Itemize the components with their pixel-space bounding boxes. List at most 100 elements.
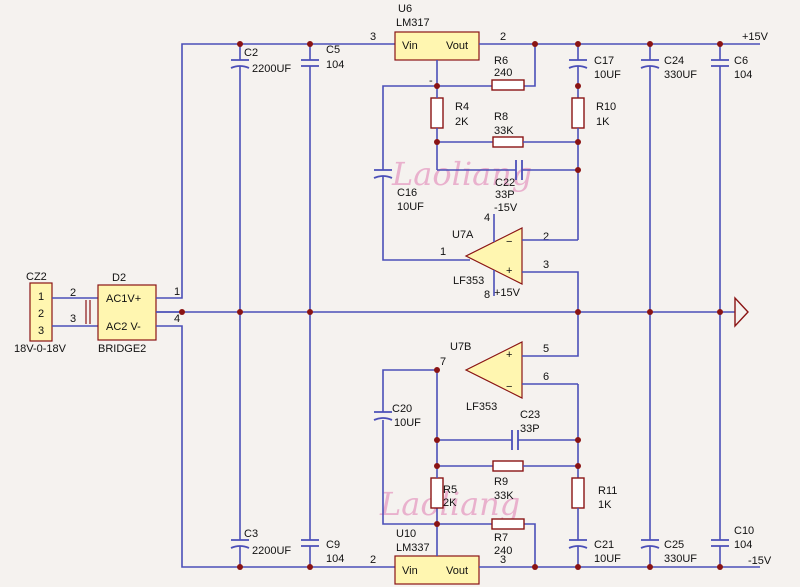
u7a-vpos: +15V — [494, 287, 521, 299]
u6-pin3: 3 — [370, 31, 376, 43]
d2-ref: D2 — [112, 272, 126, 284]
r7-value: 240 — [494, 545, 512, 557]
bridge-d2: D2 AC1V+ AC2 V- BRIDGE2 — [97, 272, 157, 355]
c10-ref: C10 — [734, 525, 754, 537]
r6-ref: R6 — [494, 55, 508, 67]
u7a-pin3: 3 — [543, 259, 549, 271]
cz2-pin2: 2 — [38, 308, 44, 320]
r11-value: 1K — [598, 499, 612, 511]
rail-minus-15v: -15V — [748, 555, 772, 567]
r5-ref: R5 — [443, 484, 457, 496]
u7a-pin2: 2 — [543, 231, 549, 243]
watermark-bottom: Laoliang — [379, 485, 520, 523]
c21-ref: C21 — [594, 539, 614, 551]
c23-value: 33P — [520, 423, 540, 435]
u10-ref: U10 — [396, 528, 416, 540]
u7a-ref: U7A — [452, 229, 474, 241]
regulator-u6: Vin Vout U6 LM317 — [394, 3, 480, 61]
c2-ref: C2 — [244, 47, 258, 59]
c6-value: 104 — [734, 69, 752, 81]
u6-pin2: 2 — [500, 31, 506, 43]
u7a-pin1: 1 — [440, 246, 446, 258]
cz2-value: 18V-0-18V — [14, 343, 67, 355]
c3-ref: C3 — [244, 528, 258, 540]
c16-ref: C16 — [397, 187, 417, 199]
u7b-pin6: 6 — [543, 371, 549, 383]
d2-pin-ac2: AC2 V- — [106, 321, 141, 333]
c25-value: 330UF — [664, 553, 697, 565]
r9-value: 33K — [494, 490, 514, 502]
c3-value: 2200UF — [252, 545, 291, 557]
rail-plus-15v: +15V — [742, 31, 769, 43]
d2-pin-ac1: AC1V+ — [106, 293, 141, 305]
c5-ref: C5 — [326, 44, 340, 56]
c9-value: 104 — [326, 553, 344, 565]
u7a-value: LF353 — [453, 275, 484, 287]
c20-value: 10UF — [394, 417, 421, 429]
r4-ref: R4 — [455, 101, 469, 113]
c5-value: 104 — [326, 59, 344, 71]
u7b-pin7: 7 — [440, 356, 446, 368]
u10-value: LM337 — [396, 542, 430, 554]
c6-ref: C6 — [734, 55, 748, 67]
u6-ref: U6 — [398, 3, 412, 15]
u10-pin-vout: Vout — [446, 565, 468, 577]
u6-adj-mark: - — [429, 75, 433, 87]
cz2-pin3: 3 — [38, 325, 44, 337]
d2-value: BRIDGE2 — [98, 343, 146, 355]
r10-ref: R10 — [596, 101, 616, 113]
u6-pin-vin: Vin — [402, 40, 418, 52]
u7b-minus: − — [506, 381, 512, 393]
cz2-pin1: 1 — [38, 291, 44, 303]
u7a-plus: + — [506, 265, 512, 277]
r5-value: 2K — [443, 497, 457, 509]
r11-ref: R11 — [598, 485, 617, 497]
connector-cz2: 1 2 3 CZ2 18V-0-18V — [14, 271, 67, 355]
r4-value: 2K — [455, 116, 469, 128]
u7b-pin5: 5 — [543, 343, 549, 355]
junction-dots — [179, 41, 723, 570]
net-2-label: 2 — [70, 287, 76, 299]
c24-value: 330UF — [664, 69, 697, 81]
u7b-value: LF353 — [466, 401, 497, 413]
u7a-pin8: 8 — [484, 289, 490, 301]
r8-ref: R8 — [494, 111, 508, 123]
u7b-plus: + — [506, 349, 512, 361]
c21-value: 10UF — [594, 553, 621, 565]
c20-ref: C20 — [392, 403, 412, 415]
net-3-label: 3 — [70, 313, 76, 325]
r6-value: 240 — [494, 67, 512, 79]
u7a-minus: − — [506, 236, 512, 248]
bridge-out-1: 1 — [174, 286, 180, 298]
c16-value: 10UF — [397, 201, 424, 213]
bridge-out-4: 4 — [174, 313, 180, 325]
u10-pin-vin: Vin — [402, 565, 418, 577]
c17-value: 10UF — [594, 69, 621, 81]
c22-value: 33P — [495, 189, 515, 201]
u6-pin-vout: Vout — [446, 40, 468, 52]
c2-value: 2200UF — [252, 63, 291, 75]
cz2-label: CZ2 — [26, 271, 47, 283]
r9-ref: R9 — [494, 476, 508, 488]
r8-value: 33K — [494, 125, 514, 137]
r7-ref: R7 — [494, 532, 508, 544]
u7a-pin4: 4 — [484, 212, 490, 224]
u6-value: LM317 — [396, 17, 430, 29]
u7b-ref: U7B — [450, 341, 471, 353]
c17-ref: C17 — [594, 55, 614, 67]
c23-ref: C23 — [520, 409, 540, 421]
c10-value: 104 — [734, 539, 752, 551]
opamp-u7b: + − — [464, 341, 523, 399]
u7a-vneg: -15V — [494, 202, 518, 214]
c22-ref: C22 — [495, 177, 515, 189]
ground-symbol — [734, 296, 749, 328]
watermark-top: Laoliang — [391, 155, 532, 193]
regulator-u10: Vin Vout U10 LM337 — [394, 528, 480, 585]
c25-ref: C25 — [664, 539, 684, 551]
u10-pin2: 2 — [370, 554, 376, 566]
c24-ref: C24 — [664, 55, 684, 67]
r10-value: 1K — [596, 116, 610, 128]
u10-pin3: 3 — [500, 554, 506, 566]
